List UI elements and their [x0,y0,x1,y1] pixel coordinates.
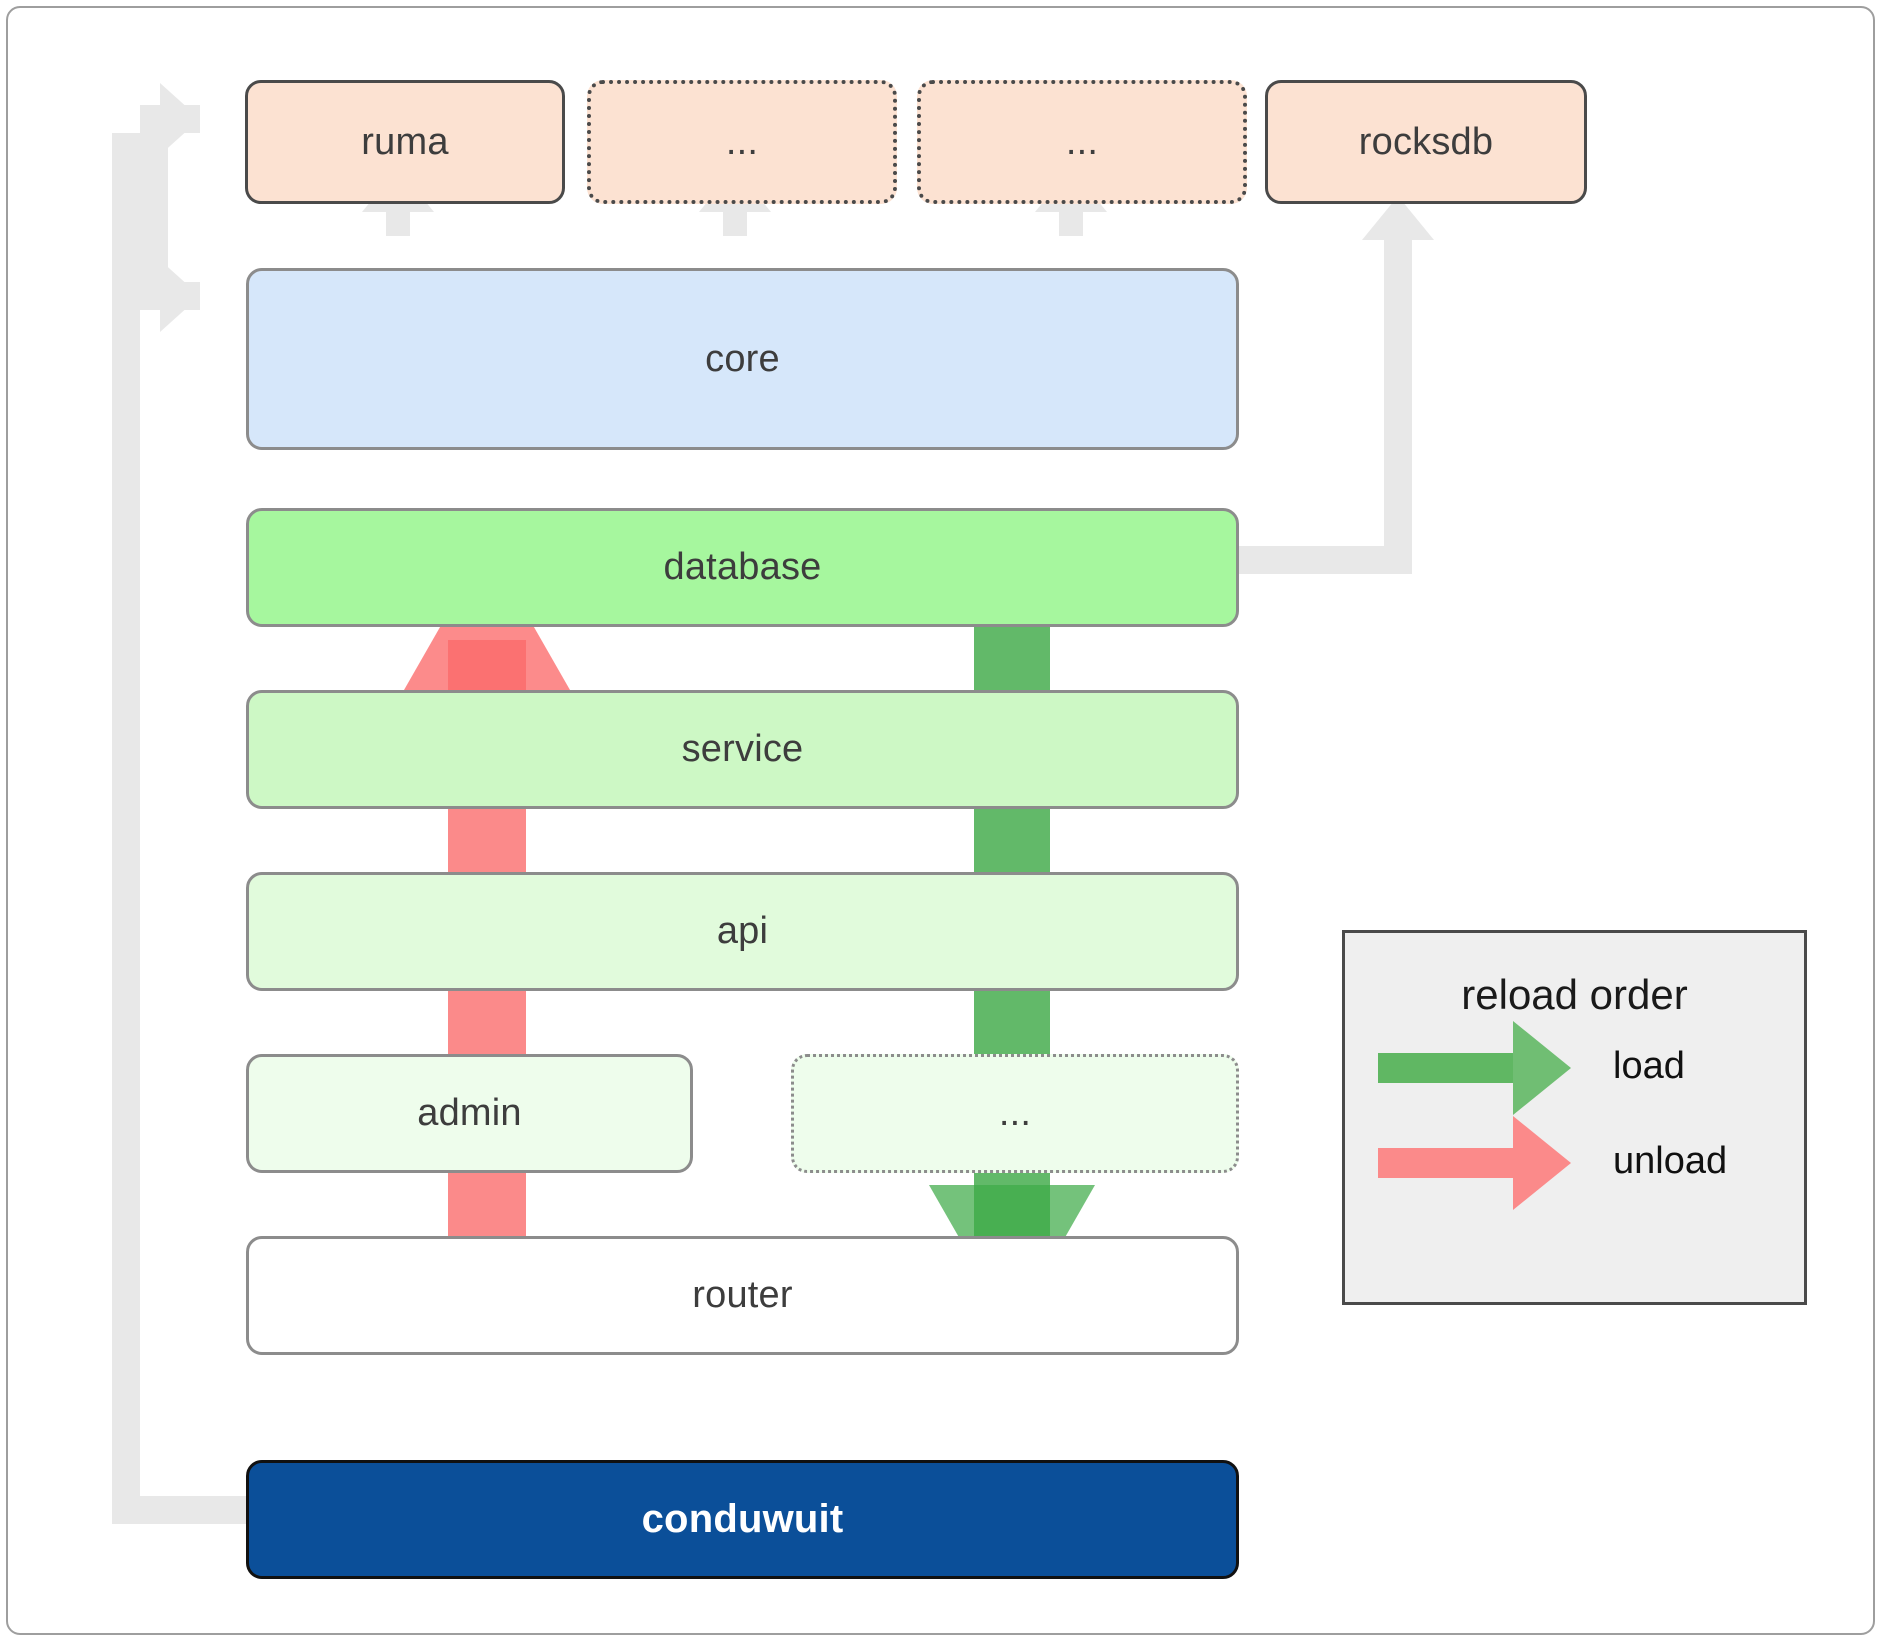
legend-load-label: load [1613,1045,1685,1087]
node-service[interactable]: service [246,690,1239,809]
node-top-ellipsis-2[interactable]: ... [917,80,1247,204]
node-database-label: database [663,546,822,588]
connector-database-to-rocksdb-vertical [1384,238,1412,546]
legend-unload-label: unload [1613,1140,1728,1182]
node-core-label: core [705,337,780,380]
legend-unload-arrow-shaft [1378,1148,1513,1178]
node-router[interactable]: router [246,1236,1239,1355]
connector-database-to-rocksdb-horizontal [1232,546,1412,574]
node-api[interactable]: api [246,872,1239,991]
node-conduwuit-label: conduwuit [641,1497,844,1541]
legend-reload-order: reload order load unload [1342,930,1807,1305]
connector-left-trunk [112,133,140,1524]
legend-title: reload order [1461,971,1688,1018]
node-rocksdb-label: rocksdb [1358,120,1494,163]
legend-load-arrow-shaft [1378,1053,1513,1083]
node-top-ellipsis-1-label: ... [725,120,759,163]
node-admin-label: admin [417,1092,522,1134]
node-ruma[interactable]: ruma [245,80,565,204]
diagram-frame [6,6,1875,1635]
connector-core-to-ellipsis1-stem [723,210,747,236]
connector-arrow-to-ruma [160,83,200,155]
node-ruma-label: ruma [361,120,449,163]
node-database[interactable]: database [246,508,1239,627]
node-service-label: service [681,728,804,770]
node-api-label: api [716,910,769,952]
node-admin-sibling-label: ... [998,1092,1032,1134]
node-router-label: router [692,1274,793,1316]
node-core[interactable]: core [246,268,1239,450]
node-rocksdb[interactable]: rocksdb [1265,80,1587,204]
legend-load-arrow-head [1513,1021,1571,1115]
connector-arrow-to-core [160,260,200,332]
connector-branch-ruma-horizontal [112,133,144,161]
node-admin[interactable]: admin [246,1054,693,1173]
connector-core-to-ellipsis2-stem [1059,210,1083,236]
node-top-ellipsis-2-label: ... [1065,120,1099,163]
node-conduwuit-binary[interactable]: conduwuit [246,1460,1239,1579]
legend-unload-arrow-head [1513,1116,1571,1210]
connector-core-to-ruma-stem [386,210,410,236]
node-top-ellipsis-1[interactable]: ... [587,80,897,204]
node-admin-sibling-ellipsis[interactable]: ... [791,1054,1239,1173]
